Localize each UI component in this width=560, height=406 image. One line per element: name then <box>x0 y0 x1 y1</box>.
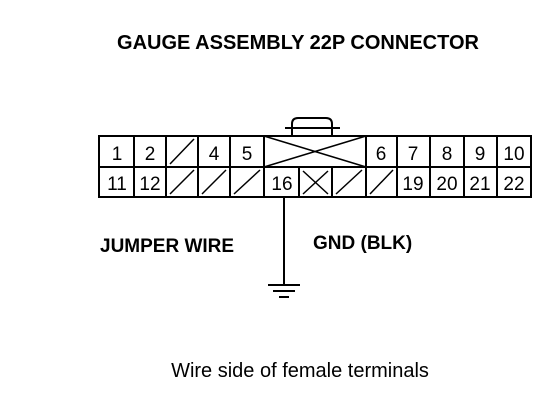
pin-9: 9 <box>475 144 486 165</box>
connector-lock-tab <box>291 117 333 136</box>
pin-2: 2 <box>145 144 156 165</box>
pin-10: 10 <box>503 144 524 165</box>
pin-5: 5 <box>242 144 253 165</box>
pin-8: 8 <box>442 144 453 165</box>
pin-16: 16 <box>271 174 292 195</box>
empty-cavity-slash <box>335 169 363 195</box>
connector-bottom-row: 11 12 16 19 20 21 22 <box>107 167 525 197</box>
diagram-title: GAUGE ASSEMBLY 22P CONNECTOR <box>117 32 480 54</box>
pin-12: 12 <box>139 174 160 195</box>
pin-11: 11 <box>107 174 127 195</box>
pin-20: 20 <box>436 174 457 195</box>
pin-22: 22 <box>503 174 524 195</box>
pin-1: 1 <box>112 144 123 165</box>
pin-7: 7 <box>408 144 419 165</box>
pin-21: 21 <box>469 174 490 195</box>
connector-top-row: 1 2 4 5 6 7 8 9 10 <box>112 135 525 168</box>
empty-cavity-slash <box>169 169 195 195</box>
empty-cavity-slash <box>233 169 261 195</box>
pin-4: 4 <box>209 144 220 165</box>
pin-6: 6 <box>376 144 387 165</box>
empty-cavity-slash <box>369 169 394 195</box>
diagram-caption: Wire side of female terminals <box>171 360 429 382</box>
jumper-wire-label: JUMPER WIRE <box>100 236 234 257</box>
ground-label: GND (BLK) <box>313 233 412 254</box>
pin-19: 19 <box>402 174 423 195</box>
ground-icon <box>268 284 300 298</box>
empty-cavity-slash <box>169 138 195 165</box>
empty-cavity-slash <box>201 169 227 195</box>
